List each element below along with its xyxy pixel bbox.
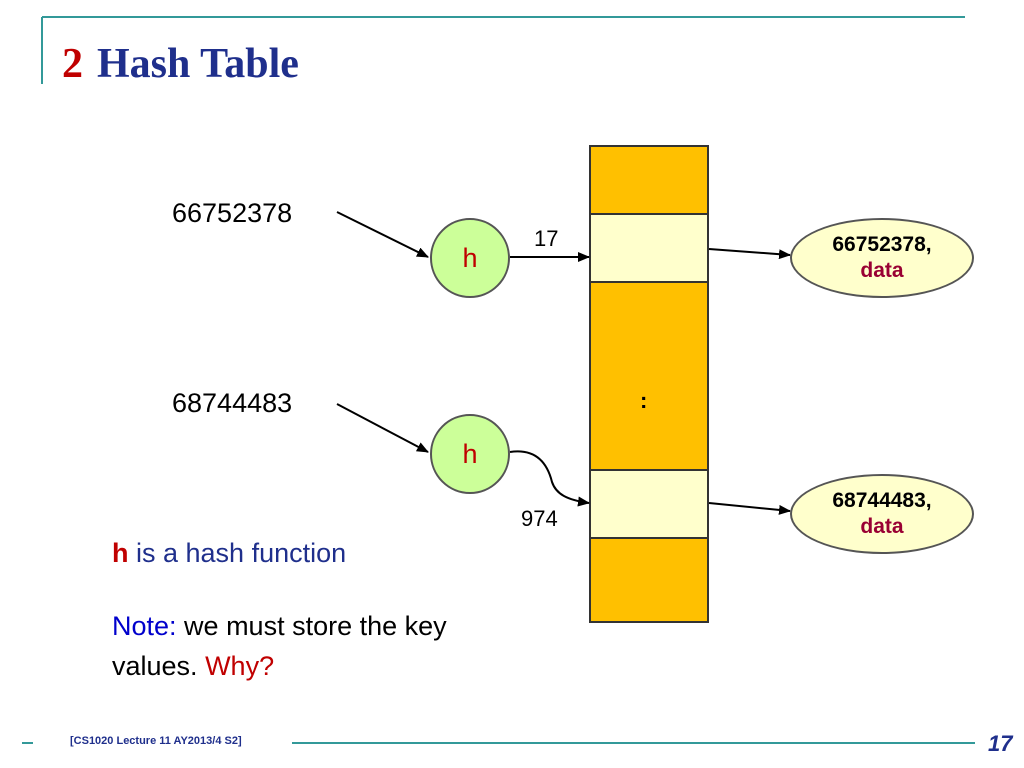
key2-to-h-arrow <box>336 403 429 453</box>
hash-node-label: h <box>462 438 478 469</box>
table-slot <box>589 281 709 471</box>
table-slot <box>589 537 709 623</box>
entry-data: data <box>860 259 904 282</box>
page-number: 17 <box>988 731 1013 756</box>
entry-key: 66752378, <box>832 233 932 256</box>
slide-title-text: Hash Table <box>97 41 299 87</box>
h-to-slot974-arrow <box>509 450 590 507</box>
entry-data: data <box>860 515 904 538</box>
key-label: 66752378 <box>172 198 293 228</box>
hash-function-node: h <box>430 218 510 298</box>
slide-title: 2 Hash Table <box>62 38 299 90</box>
note-text: Note: we must store the key values. Why? <box>112 606 512 686</box>
footer-course: [CS1020 Lecture 11 AY2013/4 S2] <box>70 735 242 747</box>
slide-number: 2 <box>62 41 83 87</box>
hash-function-node: h <box>430 414 510 494</box>
entry-node: 66752378, data <box>790 218 974 298</box>
index-label: 17 <box>534 226 559 251</box>
index-label: 974 <box>521 506 558 531</box>
entry-node: 68744483, data <box>790 474 974 554</box>
slot17-to-entry1-arrow <box>708 248 791 260</box>
note-label: Note: <box>112 611 177 641</box>
note-why: Why? <box>205 651 275 681</box>
hash-function-caption: h is a hash function <box>112 538 346 569</box>
note-body: we must store the key values. <box>112 611 447 681</box>
caption-text: is a hash function <box>128 538 347 568</box>
hash-node-label: h <box>462 242 478 273</box>
table-slot-17 <box>589 213 709 283</box>
slot974-to-entry2-arrow <box>708 502 791 515</box>
caption-h: h <box>112 538 129 568</box>
key-label: 68744483 <box>172 388 293 418</box>
table-ellipsis: : <box>640 388 648 413</box>
entry-key: 68744483, <box>832 489 932 512</box>
key1-to-h-arrow <box>336 211 429 258</box>
